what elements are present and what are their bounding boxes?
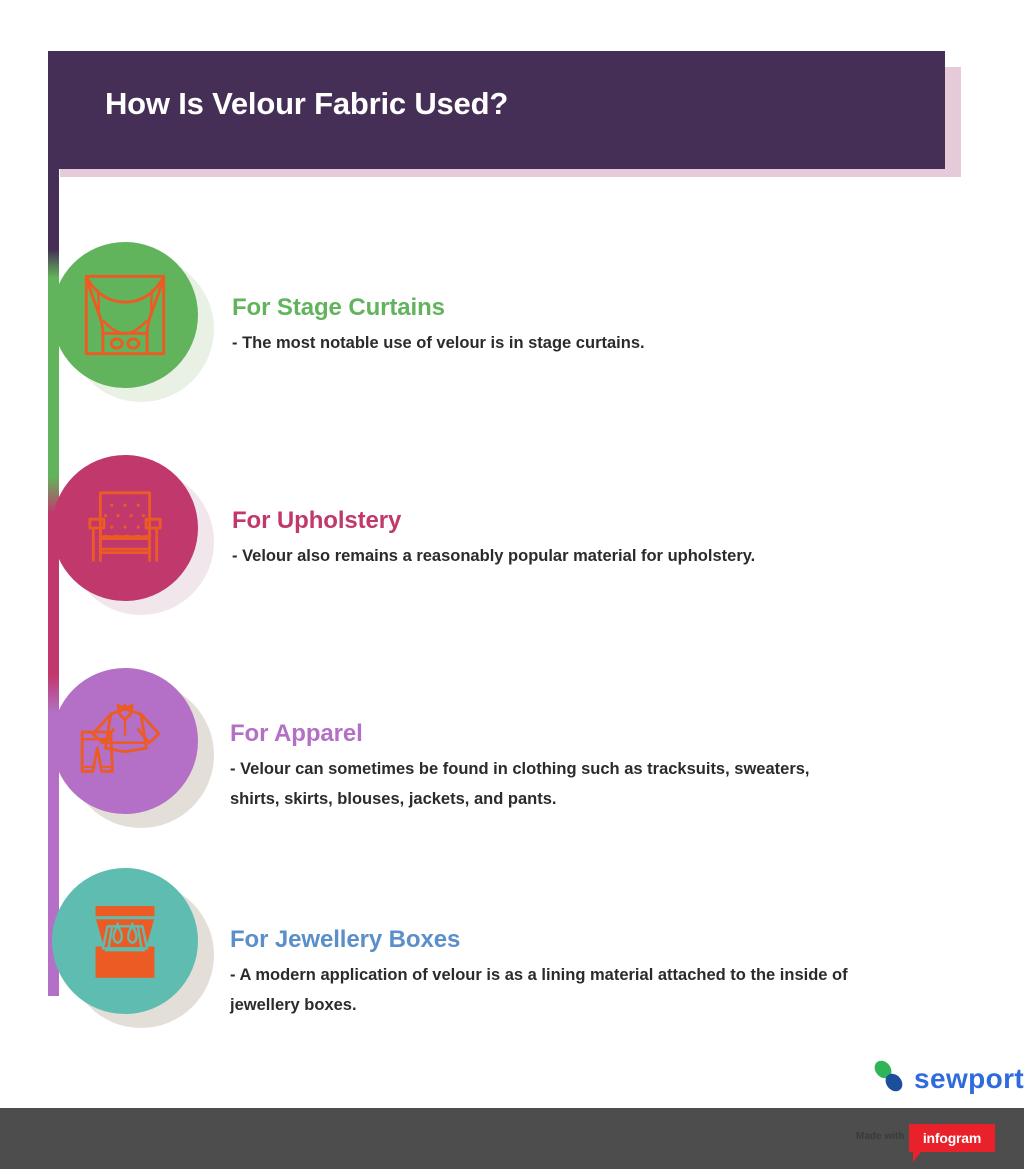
badge-circle: [52, 668, 198, 814]
section-title: For Apparel: [230, 720, 363, 747]
page-title: How Is Velour Fabric Used?: [105, 86, 509, 121]
section-description: - The most notable use of velour is in s…: [232, 334, 645, 352]
section-text: For Jewellery Boxes - A modern applicati…: [230, 926, 850, 1020]
section-description: - Velour can sometimes be found in cloth…: [230, 760, 810, 809]
armchair-icon: [81, 484, 169, 572]
sewport-logo[interactable]: sewport: [872, 1057, 1024, 1100]
badge-circle: [52, 868, 198, 1014]
badge-apparel: [52, 668, 232, 843]
section-description: - A modern application of velour is as a…: [230, 966, 848, 1015]
section-description: - Velour also remains a reasonably popul…: [232, 547, 756, 565]
badge-upholstery: [52, 455, 232, 630]
sewport-wordmark: sewport: [914, 1062, 1024, 1094]
infogram-label: infogram: [922, 1130, 982, 1146]
stage-curtains-icon: [79, 269, 171, 361]
made-with-label: Made with: [856, 1131, 905, 1142]
tracksuit-icon: [75, 695, 175, 787]
section-title: For Jewellery Boxes: [230, 926, 461, 953]
badge-circle: [52, 242, 198, 388]
badge-jewellery-boxes: [52, 868, 232, 1043]
section-text: For Upholstery - Velour also remains a r…: [232, 507, 755, 571]
header-bar: [50, 51, 945, 169]
badge-circle: [52, 455, 198, 601]
sewport-mark-icon: [872, 1057, 905, 1100]
section-title: For Upholstery: [232, 507, 402, 534]
section-text: For Stage Curtains - The most notable us…: [232, 294, 645, 358]
infogram-badge-tail: [913, 1152, 921, 1162]
jewellery-box-icon: [79, 895, 171, 987]
infogram-attribution[interactable]: infogram: [909, 1124, 995, 1152]
section-title: For Stage Curtains: [232, 294, 445, 321]
badge-stage-curtains: [52, 242, 232, 417]
section-text: For Apparel - Velour can sometimes be fo…: [230, 720, 850, 814]
footer-bar: [0, 1108, 1024, 1169]
